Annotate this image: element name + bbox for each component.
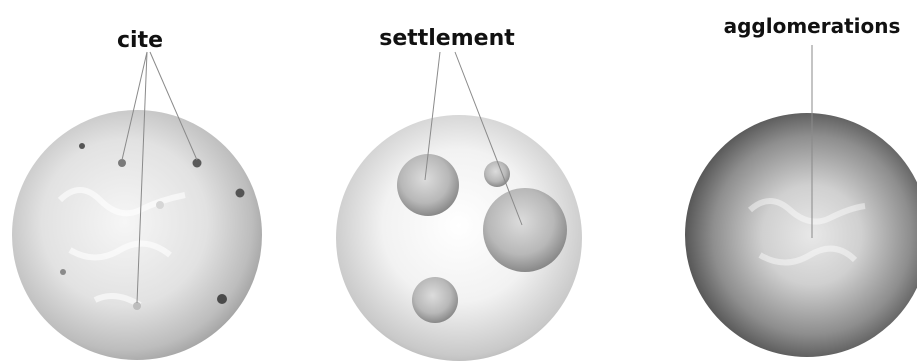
cite-dot <box>79 143 85 149</box>
cite-sphere-group <box>12 52 262 360</box>
cite-dot <box>156 201 164 209</box>
cite-dot <box>236 189 245 198</box>
cite-dot <box>60 269 66 275</box>
settlement-sub-sphere <box>412 277 458 323</box>
cite-dot <box>118 159 126 167</box>
agglomerations-sphere <box>685 113 917 357</box>
cite-dot <box>217 294 227 304</box>
settlement-sub-sphere <box>483 188 567 272</box>
settlement-sub-sphere <box>397 154 459 216</box>
agglomerations-sphere-group <box>685 45 917 357</box>
cite-dot <box>133 302 141 310</box>
label-settlement: settlement <box>379 26 515 51</box>
cite-sphere <box>12 110 262 360</box>
label-cite: cite <box>117 28 163 53</box>
label-agglomerations: agglomerations <box>724 14 901 38</box>
settlement-sphere-group <box>336 52 582 361</box>
